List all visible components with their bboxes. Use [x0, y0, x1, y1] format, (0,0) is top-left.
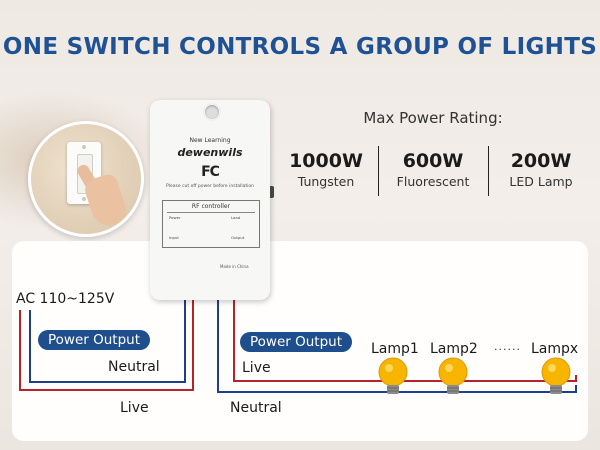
- rating-title: Max Power Rating:: [363, 109, 503, 127]
- brand-logo: dewenwils: [177, 146, 243, 159]
- ac-voltage-label: AC 110~125V: [16, 291, 115, 307]
- rating-watts: 1000W: [289, 150, 363, 172]
- live-wire-left: [19, 300, 194, 391]
- live-wire-right: [233, 300, 577, 382]
- power-output-badge-right: Power Output: [240, 332, 353, 352]
- device-notice: Please cut off power before installation: [166, 184, 254, 189]
- device-label: RF controller Power Load Input Output: [162, 200, 260, 248]
- neutral-wire-left: [29, 300, 186, 383]
- mounting-hole: [203, 103, 221, 121]
- rating-type: Fluorescent: [396, 174, 470, 189]
- screw: [82, 145, 86, 149]
- rating-led: 200W LED Lamp: [494, 150, 588, 189]
- neutral-label-right: Neutral: [230, 400, 282, 416]
- input-label: Input: [169, 235, 179, 240]
- output-label: Output: [231, 235, 245, 240]
- power-output-badge-left: Power Output: [38, 330, 151, 350]
- rating-tungsten: 1000W Tungsten: [280, 150, 372, 189]
- lamp-label: Lamp1: [371, 341, 419, 357]
- rating-fluorescent: 600W Fluorescent: [384, 150, 482, 189]
- rating-watts: 200W: [510, 150, 572, 172]
- device-label-title: RF controller: [191, 203, 231, 210]
- headline: ONE SWITCH CONTROLS A GROUP OF LIGHTS: [2, 34, 598, 60]
- load-label: Load: [231, 215, 241, 220]
- lightbulb-icon: [541, 357, 571, 394]
- rating-divider: [378, 146, 379, 196]
- rf-controller-device: New Learning dewenwils FC Please cut off…: [150, 100, 274, 300]
- rating-divider: [488, 146, 489, 196]
- power-label: Power: [169, 215, 181, 220]
- live-label-right: Live: [242, 360, 271, 376]
- screw: [82, 197, 86, 201]
- rating-type: LED Lamp: [509, 174, 573, 189]
- device-subtitle: New Learning: [189, 137, 231, 144]
- pairing-button: [270, 186, 274, 198]
- label-divider: [167, 212, 255, 213]
- lamp-ellipsis: ......: [494, 340, 521, 353]
- lightbulb-icon: [378, 357, 408, 394]
- wall-switch-photo: [28, 121, 144, 237]
- live-label-left: Live: [120, 400, 149, 416]
- lamp-label: Lampx: [531, 341, 579, 357]
- rating-type: Tungsten: [297, 174, 355, 189]
- fc-mark: FC: [201, 164, 220, 180]
- lightbulb-icon: [438, 357, 468, 394]
- neutral-label-left: Neutral: [108, 359, 160, 375]
- lamp-label: Lamp2: [430, 341, 478, 357]
- made-in-label: Made in China: [220, 264, 249, 269]
- rating-watts: 600W: [402, 150, 464, 172]
